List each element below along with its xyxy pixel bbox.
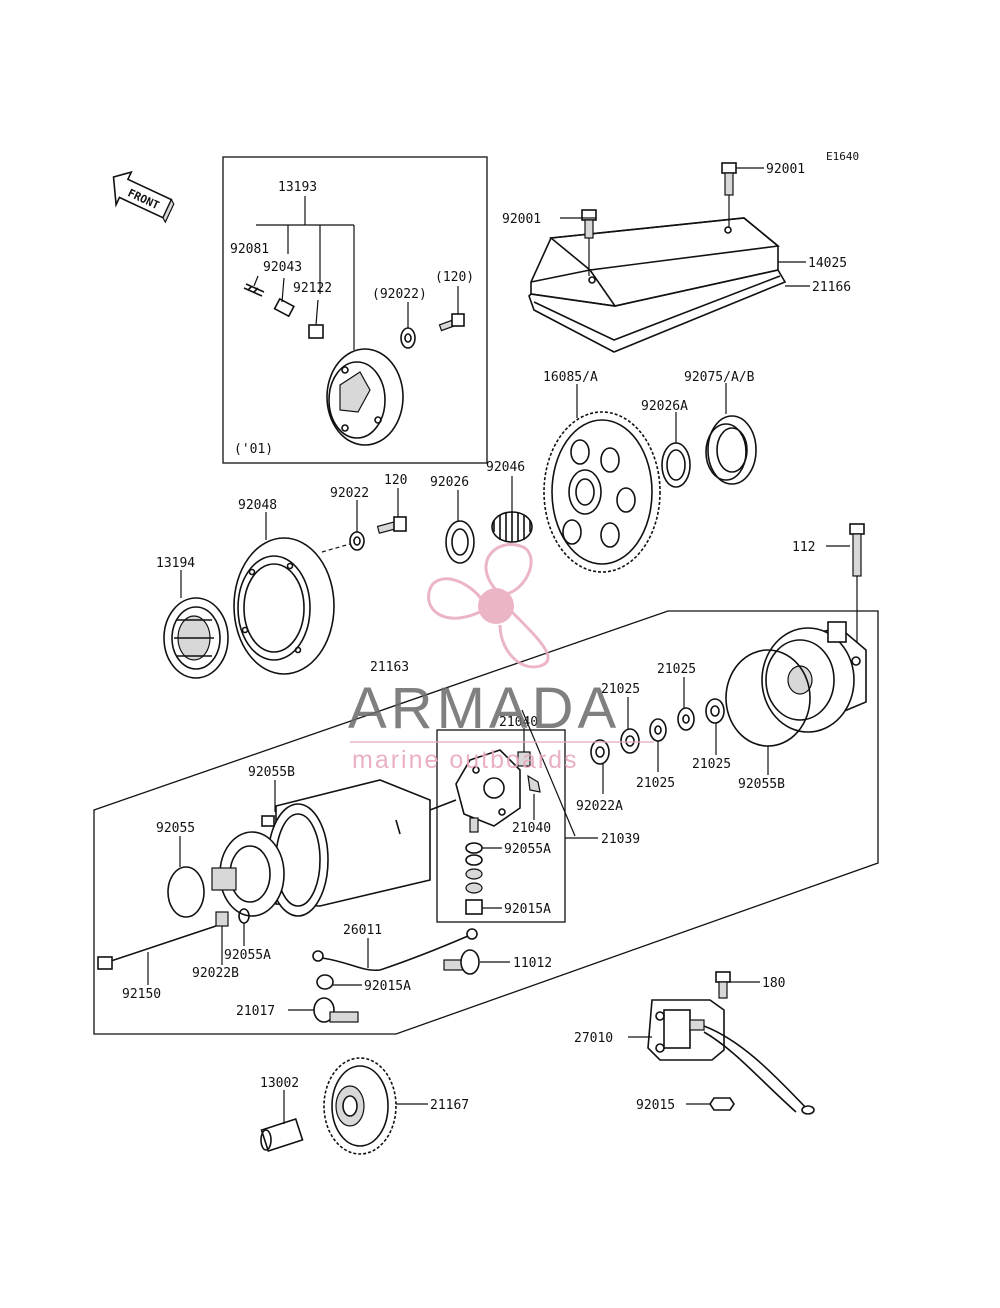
terminal-21017 xyxy=(313,997,359,1023)
label-21025-a: 21025 xyxy=(657,662,696,677)
label-180: 180 xyxy=(762,976,785,991)
label-92043: 92043 xyxy=(263,260,302,275)
washer-92022A xyxy=(590,739,610,765)
bushing-13002 xyxy=(260,1117,304,1153)
label-26011: 26011 xyxy=(343,923,382,938)
label-92075AB: 92075/A/B xyxy=(684,370,755,385)
washer-21025-c xyxy=(649,718,667,742)
stack-92055A-92015A xyxy=(465,842,483,915)
label-92046: 92046 xyxy=(486,460,525,475)
washer-92026A xyxy=(661,442,691,488)
bolt-112 xyxy=(849,523,865,577)
label-92026: 92026 xyxy=(430,475,469,490)
label-92081: 92081 xyxy=(230,242,269,257)
washer-92022B xyxy=(215,911,229,927)
label-92055B-right: 92055B xyxy=(738,777,785,792)
washer-92022-inset xyxy=(400,327,416,349)
nut-92015 xyxy=(709,1097,735,1111)
o-ring-92055 xyxy=(167,866,205,918)
washer-92022 xyxy=(349,531,365,551)
label-92015A-stack: 92015A xyxy=(504,902,551,917)
label-16085A: 16085/A xyxy=(543,370,598,385)
watermark-logo-icon xyxy=(427,542,550,669)
label-21025-c: 21025 xyxy=(636,776,675,791)
washer-21025-d xyxy=(705,698,725,724)
watermark-tagline: marine outboards xyxy=(352,746,579,774)
label-13002: 13002 xyxy=(260,1076,299,1091)
idler-gear-21167 xyxy=(323,1057,397,1155)
label-13193: 13193 xyxy=(278,180,317,195)
label-11012: 11012 xyxy=(513,956,552,971)
label-92022B: 92022B xyxy=(192,966,239,981)
spring-92081 xyxy=(243,283,265,297)
label-92015: 92015 xyxy=(636,1098,675,1113)
bolt-120-inset xyxy=(438,313,465,332)
front-arrow-icon: FRONT xyxy=(112,170,175,224)
end-cover-starter xyxy=(761,621,867,733)
starter-group-frame xyxy=(93,610,879,1035)
starter-gear-16085 xyxy=(543,411,661,573)
label-13194: 13194 xyxy=(156,556,195,571)
label-92026A: 92026A xyxy=(641,399,688,414)
label-92055B-left: 92055B xyxy=(248,765,295,780)
gasket-21166 xyxy=(528,269,787,353)
starter-motor-body xyxy=(211,779,457,917)
nut-92015A xyxy=(316,974,334,990)
washer-21025-b xyxy=(620,728,640,754)
label-92055A-stack: 92055A xyxy=(504,842,551,857)
washer-21025-a xyxy=(677,707,695,731)
housing-92048 xyxy=(233,537,335,675)
label-21040-b: 21040 xyxy=(512,821,551,836)
label-92001-top: 92001 xyxy=(766,162,805,177)
clutch-13194 xyxy=(163,597,229,679)
label-92015A-cable: 92015A xyxy=(364,979,411,994)
label-21167: 21167 xyxy=(430,1098,469,1113)
label-21039: 21039 xyxy=(601,832,640,847)
washer-92026 xyxy=(445,520,475,564)
label-year-2001: ('01) xyxy=(234,442,273,457)
plunger-92043 xyxy=(273,297,295,318)
label-120-paren: (120) xyxy=(435,270,474,285)
diagram-code: E1640 xyxy=(826,150,859,163)
brush-21040-b xyxy=(527,774,541,793)
bolt-120 xyxy=(376,516,407,534)
label-92022: 92022 xyxy=(330,486,369,501)
cover-14025 xyxy=(530,217,780,307)
brush-plate-21039 xyxy=(455,749,521,833)
roller-92122 xyxy=(308,324,324,339)
label-27010: 27010 xyxy=(574,1031,613,1046)
label-92122: 92122 xyxy=(293,281,332,296)
bolt-180 xyxy=(715,971,731,999)
inset-frame-2001 xyxy=(222,156,488,464)
connector-11012 xyxy=(443,949,480,975)
shaft-92075 xyxy=(705,415,757,485)
label-92055A-motor: 92055A xyxy=(224,948,271,963)
bolt-92001-top xyxy=(721,162,737,196)
label-92022-paren: (92022) xyxy=(372,287,427,302)
label-21017: 21017 xyxy=(236,1004,275,1019)
label-92001-left: 92001 xyxy=(502,212,541,227)
label-21163: 21163 xyxy=(370,660,409,675)
label-21166: 21166 xyxy=(812,280,851,295)
needle-bearing-92046 xyxy=(491,511,533,543)
brush-holder-subframe xyxy=(436,729,566,923)
starter-relay-27010 xyxy=(647,999,815,1115)
label-14025: 14025 xyxy=(808,256,847,271)
label-92022A: 92022A xyxy=(576,799,623,814)
cable-26011 xyxy=(312,928,478,972)
label-112: 112 xyxy=(792,540,815,555)
label-92150: 92150 xyxy=(122,987,161,1002)
label-21025-d: 21025 xyxy=(692,757,731,772)
label-21025-b: 21025 xyxy=(601,682,640,697)
bolt-92001-left xyxy=(581,209,597,239)
label-21040-a: 21040 xyxy=(499,715,538,730)
clutch-13193-inset xyxy=(326,348,404,446)
through-bolt-92150 xyxy=(97,925,217,970)
label-92048: 92048 xyxy=(238,498,277,513)
watermark-brand: ARMADA xyxy=(348,676,620,741)
label-120: 120 xyxy=(384,473,407,488)
label-92055: 92055 xyxy=(156,821,195,836)
